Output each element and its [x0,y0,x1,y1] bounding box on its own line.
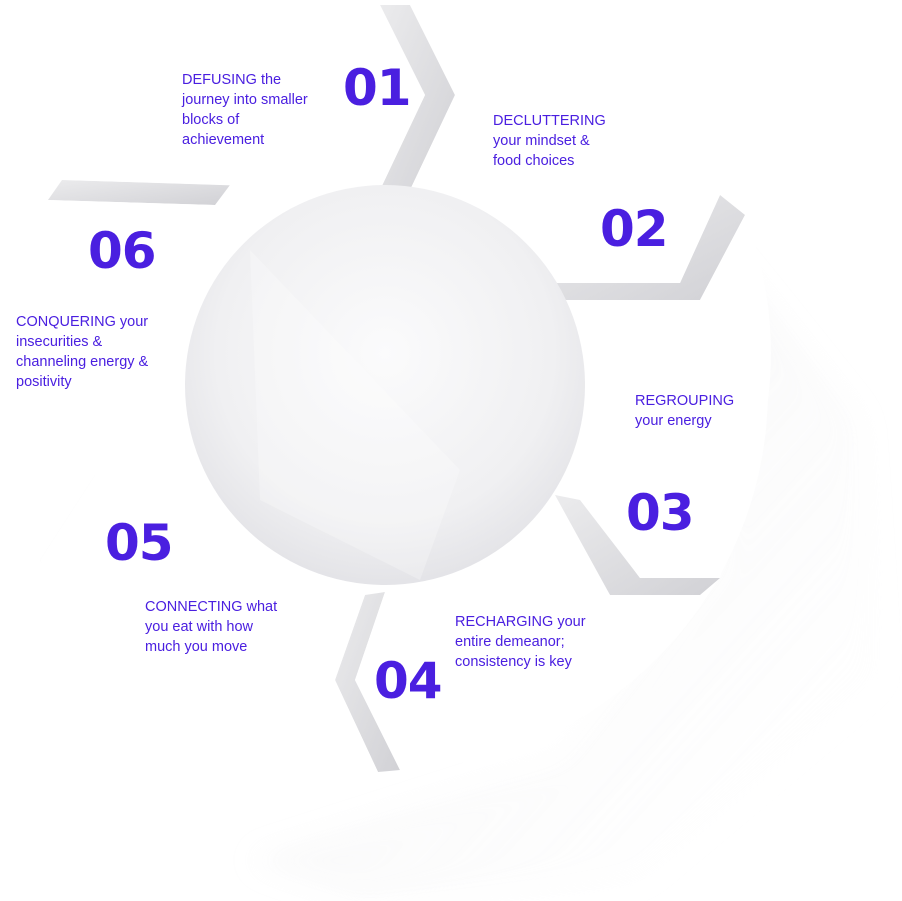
step-text-05: CONNECTING what you eat with how much yo… [145,597,277,657]
step-number-06: 06 [88,222,157,280]
step-03-line-2: your energy [635,413,712,429]
segment-01 [65,5,425,190]
step-04-line-2: entire demeanor; [455,634,565,650]
step-06-line-3: channeling energy & [16,354,149,370]
segment-05 [40,475,378,772]
step-04-line-1: RECHARGING your [455,614,586,630]
step-01-line-1: DEFUSING the [182,72,282,88]
segments [0,5,771,772]
segment-03 [560,215,771,578]
segment-02 [410,5,720,283]
step-text-02: DECLUTTERING your mindset & food choices [493,111,606,171]
step-05-line-3: much you move [145,639,248,655]
step-number-02: 02 [600,200,669,258]
step-02-line-2: your mindset & [493,133,590,149]
center-hub [185,185,585,585]
step-text-04: RECHARGING your entire demeanor; consist… [455,612,586,672]
divider-02-03 [540,195,745,300]
step-text-01: DEFUSING the journey into smaller blocks… [182,70,308,150]
step-number-03: 03 [626,484,695,542]
segment-06 [0,200,215,560]
step-02-line-1: DECLUTTERING [493,113,606,129]
step-01-line-4: achievement [182,132,265,148]
step-03-line-1: REGROUPING [635,393,735,409]
step-05-line-2: you eat with how [145,619,254,635]
step-06-line-1: CONQUERING your [16,314,149,330]
step-06-line-2: insecurities & [16,334,103,350]
step-01-line-3: blocks of [182,112,240,128]
divider-03-04 [555,495,720,595]
step-number-05: 05 [105,514,174,572]
step-text-06: CONQUERING your insecurities & channelin… [16,312,148,392]
step-02-line-3: food choices [493,153,575,169]
step-01-line-2: journey into smaller [182,92,308,108]
step-06-line-4: positivity [16,374,72,390]
step-05-line-1: CONNECTING what [145,599,278,615]
step-number-04: 04 [374,652,443,710]
step-number-01: 01 [343,59,412,117]
divider-04-05 [335,592,400,772]
divider-01-02 [380,5,455,190]
divider-06-01 [48,180,230,205]
step-text-03: REGROUPING your energy [635,391,734,431]
step-04-line-3: consistency is key [455,654,572,670]
